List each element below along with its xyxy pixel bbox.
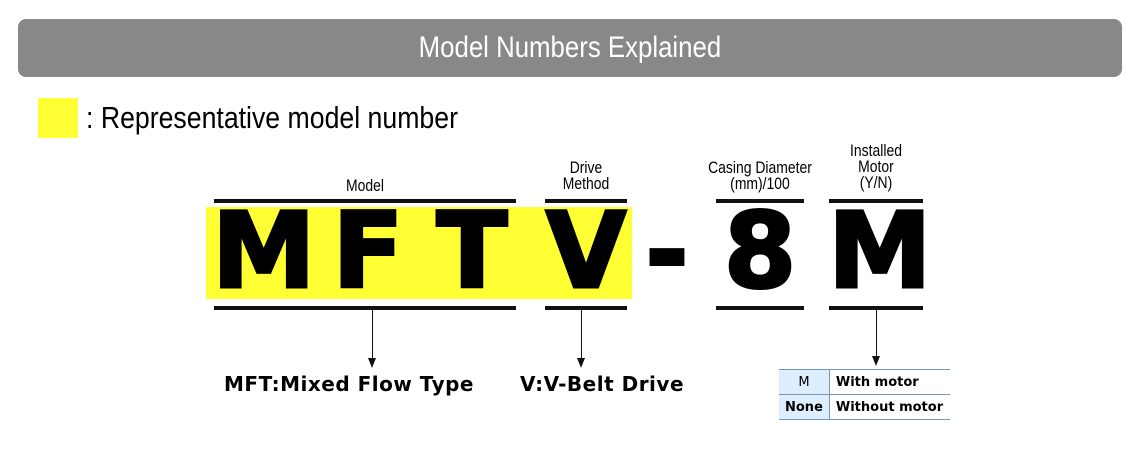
label-casing-diameter: Casing Diameter (mm)/100 — [694, 158, 825, 193]
label-motor-line2: Motor — [858, 157, 894, 176]
label-installed-motor: Installed Motor (Y/N) — [835, 141, 917, 192]
desc-drive: V:V-Belt Drive — [520, 372, 685, 396]
arrow-line-model — [372, 310, 373, 360]
top-bar-drive — [545, 199, 627, 203]
bottom-bar-diameter — [716, 306, 804, 310]
letter-t: T — [435, 190, 509, 312]
page-title: Model Numbers Explained — [418, 31, 722, 64]
arrow-head-drive — [577, 358, 585, 368]
table-row: M With motor — [779, 369, 950, 395]
letter-m1: M — [211, 190, 318, 312]
letter-f: F — [331, 190, 405, 312]
bottom-bar-drive — [545, 306, 627, 310]
table-row: None Without motor — [779, 394, 950, 420]
table-code-cell: M — [779, 369, 830, 395]
label-model: Model — [346, 176, 384, 195]
bottom-bar-motor — [829, 306, 923, 310]
arrow-head-model — [368, 358, 376, 368]
label-casing-line1: Casing Diameter — [708, 158, 812, 177]
desc-model: MFT:Mixed Flow Type — [224, 372, 474, 396]
header-banner: Model Numbers Explained — [18, 19, 1122, 77]
motor-option-table: M With motor None Without motor — [779, 369, 950, 420]
table-meaning-cell: With motor — [829, 369, 950, 395]
dash: - — [644, 190, 690, 312]
arrow-line-motor — [876, 310, 877, 358]
bottom-bar-model — [214, 306, 516, 310]
representative-highlight — [206, 207, 632, 299]
label-drive-line1: Drive — [569, 158, 603, 177]
label-drive-line2: Method — [562, 174, 610, 193]
label-casing-line2: (mm)/100 — [730, 174, 790, 193]
letter-m2: M — [827, 190, 934, 312]
legend-text: : Representative model number — [86, 100, 458, 135]
top-bar-model — [214, 199, 516, 203]
label-motor-line3: (Y/N) — [859, 173, 893, 192]
table-code-cell: None — [779, 394, 830, 420]
letter-v: V — [544, 190, 628, 312]
label-motor-line1: Installed — [850, 141, 902, 160]
arrow-line-drive — [581, 310, 582, 360]
legend-swatch — [38, 98, 78, 138]
table-meaning-cell: Without motor — [829, 394, 950, 420]
arrow-head-motor — [872, 356, 880, 366]
digit-8: 8 — [722, 190, 797, 312]
label-drive-method: Drive Method — [545, 158, 627, 193]
top-bar-motor — [829, 199, 923, 203]
top-bar-diameter — [716, 199, 804, 203]
